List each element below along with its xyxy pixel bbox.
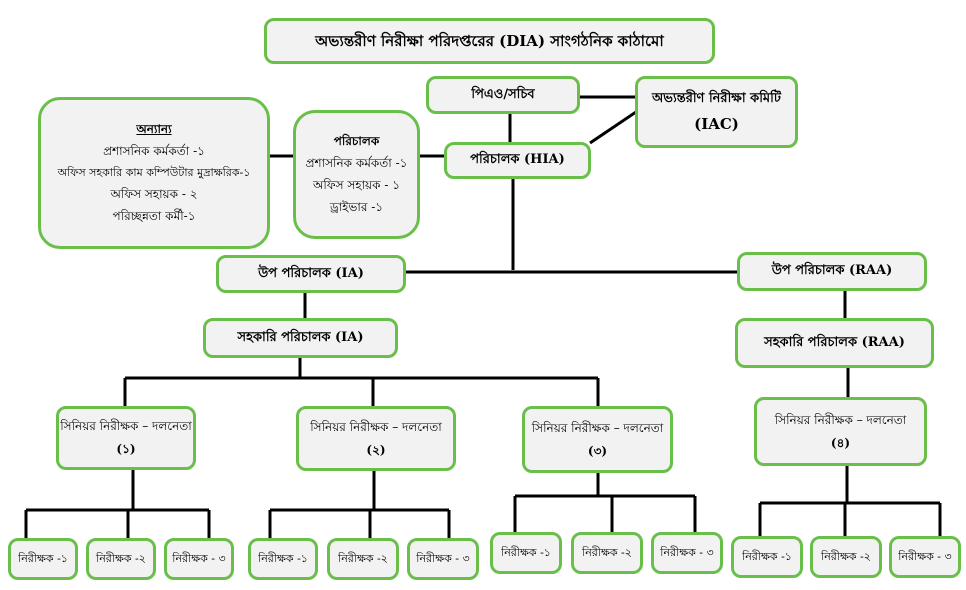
iac-label: অভ্যন্তরীণ নিরীক্ষা কমিটি — [652, 90, 781, 106]
auditor-box: নিরীক্ষক - ৩ — [407, 538, 479, 580]
director-staff-item: অফিস সহায়ক - ১ — [313, 178, 400, 192]
team-leader-box: সিনিয়র নিরীক্ষক – দলনেতা (২) — [296, 406, 456, 471]
assistant-director-ia-label: সহকারি পরিচালক (IA) — [237, 329, 364, 345]
others-item: অফিস সহকারি কাম কম্পিউটার মুদ্রাক্ষরিক-১ — [57, 166, 251, 180]
assistant-director-ia-box: সহকারি পরিচালক (IA) — [203, 318, 398, 358]
auditor-box: নিরীক্ষক -২ — [327, 538, 399, 580]
auditor-label: নিরীক্ষক -২ — [582, 546, 632, 560]
team-leader-number: (৪) — [830, 435, 851, 450]
team-leader-box: সিনিয়র নিরীক্ষক – দলনেতা (১) — [56, 406, 196, 470]
chart-title-text: অভ্যন্তরীণ নিরীক্ষা পরিদপ্তরের (DIA) সাং… — [315, 31, 664, 50]
team-leader-label: সিনিয়র নিরীক্ষক – দলনেতা — [310, 419, 442, 434]
deputy-director-raa-label: উপ পরিচালক (RAA) — [771, 263, 893, 279]
auditor-label: নিরীক্ষক -২ — [338, 552, 388, 566]
chart-title: অভ্যন্তরীণ নিরীক্ষা পরিদপ্তরের (DIA) সাং… — [264, 18, 715, 64]
team-leader-box: সিনিয়র নিরীক্ষক – দলনেতা (৩) — [522, 406, 673, 473]
auditor-box: নিরীক্ষক -১ — [731, 536, 803, 578]
others-box: অন্যান্য প্রশাসনিক কর্মকর্তা -১ অফিস সহক… — [38, 97, 270, 249]
pio-secretary-box: পিএও/সচিব — [426, 76, 580, 114]
team-leader-number: (১) — [116, 442, 136, 456]
auditor-box: নিরীক্ষক -২ — [86, 538, 156, 580]
assistant-director-raa-label: সহকারি পরিচালক (RAA) — [764, 334, 905, 350]
director-staff-item: ড্রাইভার -১ — [329, 200, 384, 214]
others-heading: অন্যান্য — [136, 122, 172, 137]
director-staff-heading: পরিচালক — [333, 134, 380, 148]
deputy-director-raa-box: উপ পরিচালক (RAA) — [737, 252, 927, 291]
team-leader-label: সিনিয়র নিরীক্ষক – দলনেতা — [774, 412, 907, 427]
auditor-box: নিরীক্ষক - ৩ — [889, 536, 961, 578]
director-staff-item: প্রশাসনিক কর্মকর্তা -১ — [305, 156, 408, 170]
director-hia-label: পরিচালক (HIA) — [470, 152, 565, 168]
deputy-director-ia-box: উপ পরিচালক (IA) — [216, 255, 406, 293]
auditor-label: নিরীক্ষক - ৩ — [416, 552, 470, 566]
auditor-label: নিরীক্ষক - ৩ — [660, 546, 714, 560]
auditor-box: নিরীক্ষক - ৩ — [164, 538, 234, 580]
deputy-director-ia-label: উপ পরিচালক (IA) — [258, 265, 364, 281]
connector — [589, 110, 637, 145]
auditor-box: নিরীক্ষক -২ — [810, 536, 882, 578]
director-staff-box: পরিচালক প্রশাসনিক কর্মকর্তা -১ অফিস সহায… — [293, 110, 420, 239]
auditor-box: নিরীক্ষক -১ — [248, 538, 318, 580]
iac-abbreviation: (IAC) — [694, 114, 739, 133]
team-leader-number: (৩) — [587, 443, 608, 458]
auditor-label: নিরীক্ষক - ৩ — [898, 550, 952, 564]
assistant-director-raa-box: সহকারি পরিচালক (RAA) — [735, 318, 934, 368]
pio-secretary-label: পিএও/সচিব — [471, 86, 535, 102]
auditor-label: নিরীক্ষক -১ — [258, 552, 308, 566]
auditor-box: নিরীক্ষক - ৩ — [651, 532, 723, 574]
auditor-label: নিরীক্ষক -২ — [96, 552, 146, 566]
iac-box: অভ্যন্তরীণ নিরীক্ষা কমিটি (IAC) — [635, 76, 798, 148]
team-leader-label: সিনিয়র নিরীক্ষক – দলনেতা — [60, 419, 192, 433]
auditor-label: নিরীক্ষক -২ — [821, 550, 871, 564]
others-item: পরিচ্ছন্নতা কর্মী-১ — [112, 208, 196, 223]
auditor-box: নিরীক্ষক -১ — [490, 532, 562, 574]
others-item: অফিস সহায়ক - ২ — [110, 186, 198, 201]
auditor-label: নিরীক্ষক - ৩ — [172, 552, 226, 566]
others-item: প্রশাসনিক কর্মকর্তা -১ — [103, 144, 205, 159]
auditor-label: নিরীক্ষক -১ — [18, 552, 68, 566]
team-leader-box: সিনিয়র নিরীক্ষক – দলনেতা (৪) — [754, 397, 927, 466]
team-leader-number: (২) — [366, 442, 386, 457]
team-leader-label: সিনিয়র নিরীক্ষক – দলনেতা — [531, 420, 664, 435]
auditor-box: নিরীক্ষক -১ — [8, 538, 78, 580]
director-hia-box: পরিচালক (HIA) — [444, 142, 591, 179]
auditor-box: নিরীক্ষক -২ — [571, 532, 643, 574]
auditor-label: নিরীক্ষক -১ — [501, 546, 551, 560]
auditor-label: নিরীক্ষক -১ — [742, 550, 792, 564]
